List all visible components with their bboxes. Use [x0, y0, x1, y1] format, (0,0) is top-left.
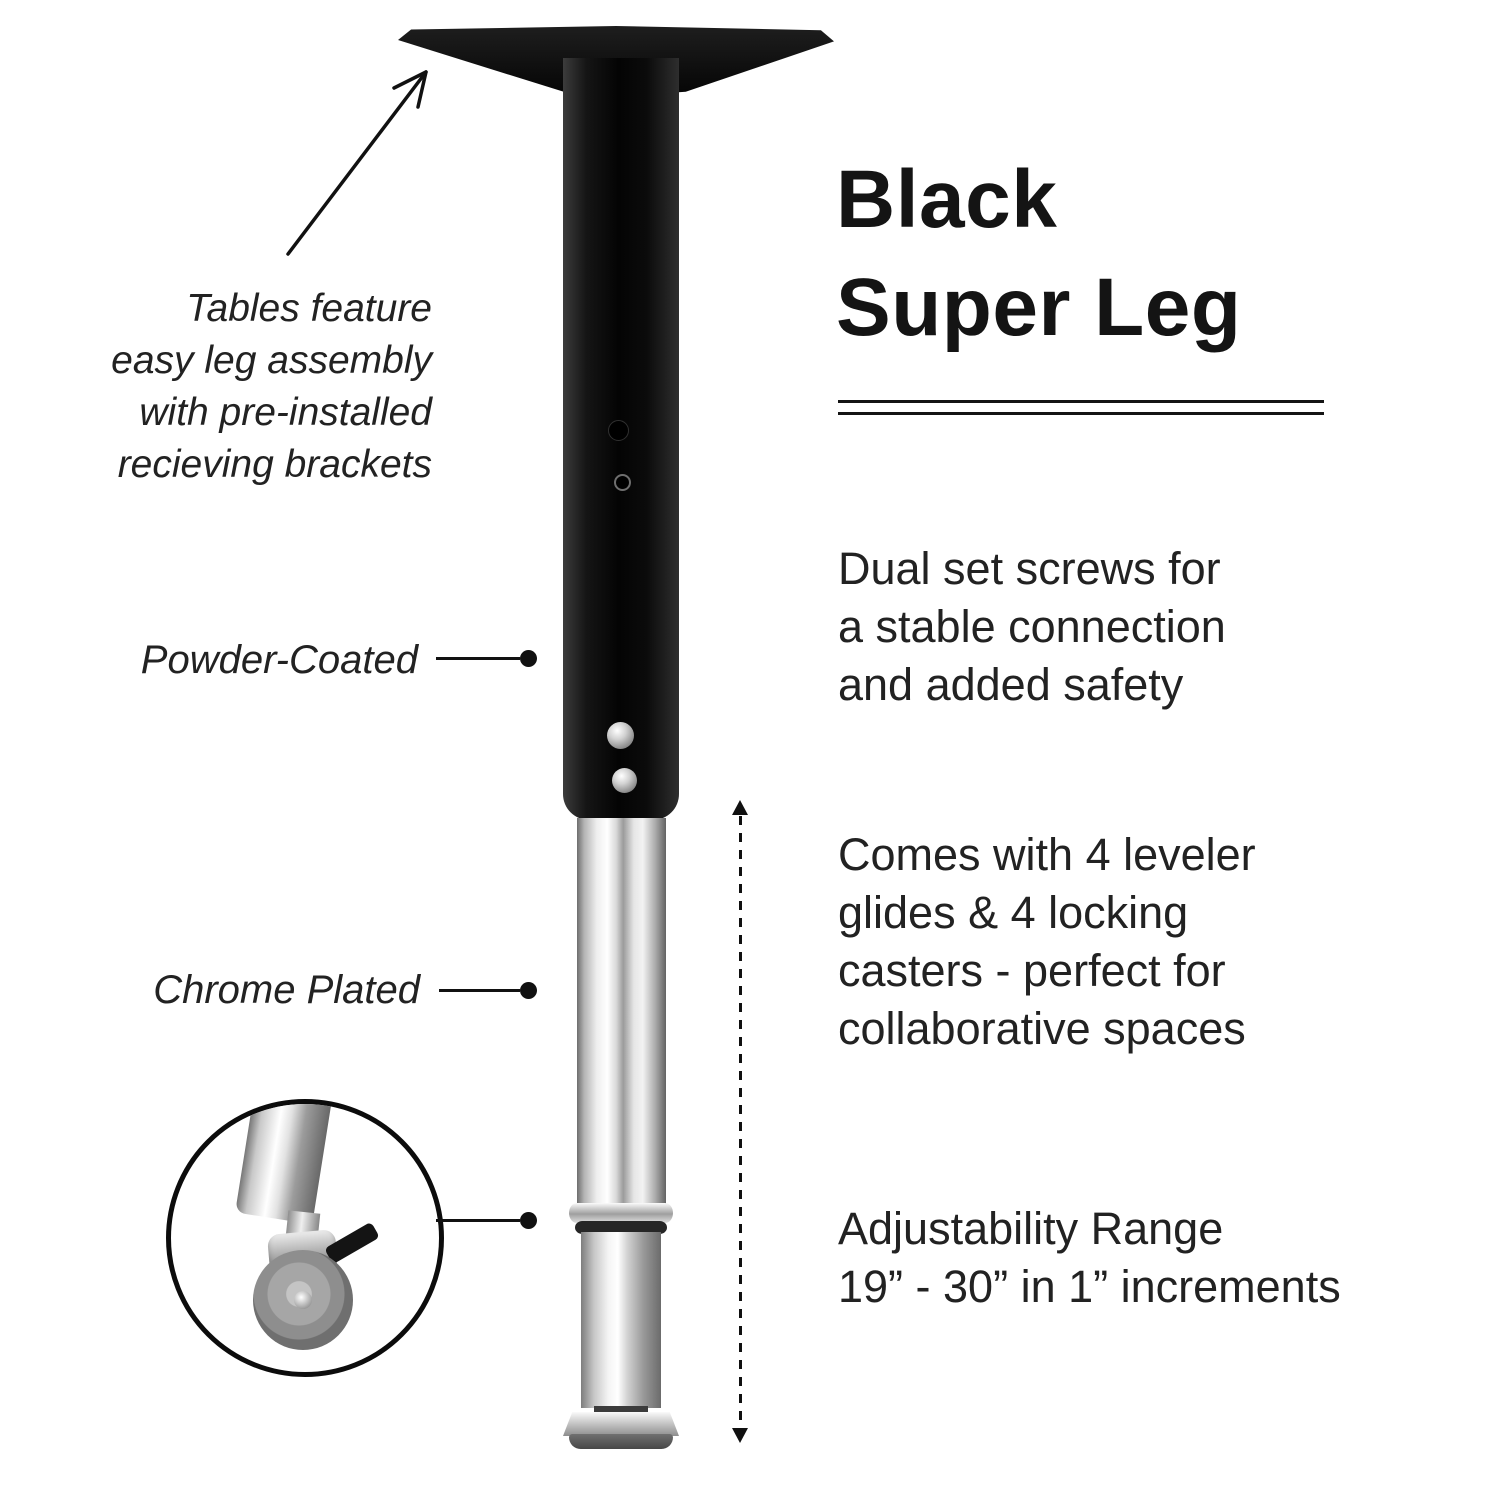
adjustment-collar — [569, 1203, 673, 1223]
connector-line — [439, 989, 520, 992]
bracket-hole-icon — [614, 474, 631, 491]
arrow-up-right-icon — [286, 70, 428, 256]
caster-brake-lever — [324, 1221, 380, 1265]
set-screw-icon — [612, 768, 637, 793]
feature-casters: Comes with 4 leveler glides & 4 locking … — [838, 829, 1256, 1054]
caster-inset — [166, 1099, 444, 1377]
caster-hub-icon — [294, 1291, 312, 1309]
connector-dot-icon — [520, 650, 537, 667]
chrome-plated-connector — [439, 982, 537, 999]
inset-chrome-tube — [235, 1104, 333, 1225]
title-divider — [838, 400, 1324, 415]
caster-connector — [436, 1212, 537, 1229]
leveler-glide — [563, 1412, 679, 1436]
chrome-plated-label: Chrome Plated — [153, 968, 420, 1012]
assembly-callout: Tables feature easy leg assembly with pr… — [111, 287, 432, 486]
connector-dot-icon — [520, 1212, 537, 1229]
glide-pad — [569, 1434, 673, 1449]
connector-line — [436, 657, 520, 660]
product-title: Black Super Leg — [836, 154, 1242, 353]
arrow-down-icon — [732, 1428, 748, 1443]
powder-coated-connector — [436, 650, 537, 667]
arrow-up-icon — [732, 800, 748, 815]
connector-line — [436, 1219, 520, 1222]
feature-adjustability: Adjustability Range 19” - 30” in 1” incr… — [838, 1203, 1341, 1312]
bracket-hole-icon — [608, 420, 629, 441]
chrome-plated-column — [577, 818, 666, 1206]
set-screw-icon — [607, 722, 634, 749]
feature-set-screws: Dual set screws for a stable connection … — [838, 543, 1226, 710]
powder-coated-label: Powder-Coated — [140, 638, 418, 682]
inner-telescoping-tube — [581, 1232, 661, 1408]
connector-dot-icon — [520, 982, 537, 999]
dashed-range-line — [739, 816, 742, 1428]
collar-ring — [575, 1221, 667, 1234]
glide-neck — [594, 1406, 648, 1414]
